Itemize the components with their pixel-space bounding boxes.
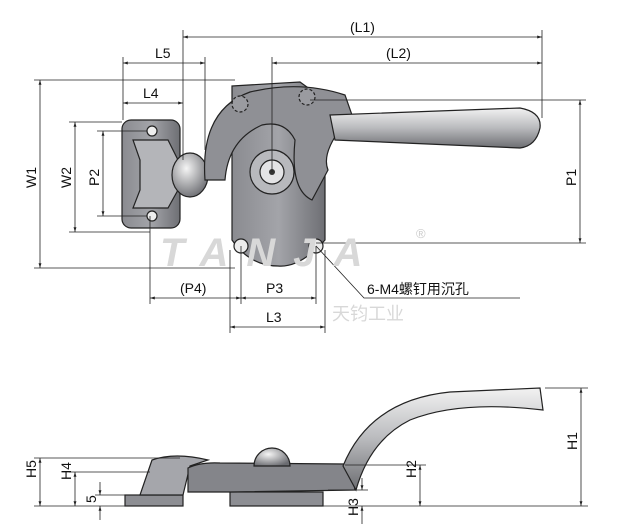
top-view: (L1) (L2) L5 L4 W1 W2 P2 P1 (P4) P3 [23,19,586,333]
dim-L1: (L1) [350,19,375,35]
catch-hook-housing [132,139,179,209]
dim-L3: L3 [266,309,282,325]
dim-L4: L4 [143,85,159,101]
registered-mark: ® [416,226,426,241]
mounting-hole [146,210,158,222]
catch-base-side [124,494,184,507]
dim-H4: H4 [58,462,74,480]
dim-P4: (P4) [180,280,206,296]
rivet [231,95,249,113]
dim-H3: H3 [345,498,361,516]
handle-side [342,387,544,492]
hook-ball [171,152,209,198]
mounting-hole [146,125,158,137]
dim-P3: P3 [266,280,283,296]
base-plate-side [229,491,324,507]
watermark: TANJA 天钧工业 ® [160,226,426,324]
watermark-brand: TANJA [160,231,380,275]
watermark-sub: 天钧工业 [332,304,404,324]
dim-thickness: 5 [83,495,99,503]
handle [329,107,541,149]
hook-arm [203,86,353,201]
dim-W2: W2 [58,167,74,188]
side-view: H1 H2 H3 H5 H4 5 [23,387,588,524]
dome-side [253,447,291,467]
body-side [187,462,356,493]
catch-hook-side [139,455,211,496]
callout-countersunk: 6-M4螺钉用沉孔 [367,281,469,297]
dim-P1: P1 [563,169,579,186]
dim-L2: (L2) [386,45,411,61]
dim-W1: W1 [23,167,39,188]
rivet [298,88,316,106]
dim-H1: H1 [564,432,580,450]
dim-P2: P2 [86,169,102,186]
dim-L5: L5 [155,45,171,61]
dim-H5: H5 [23,460,39,478]
dim-H2: H2 [403,460,419,478]
